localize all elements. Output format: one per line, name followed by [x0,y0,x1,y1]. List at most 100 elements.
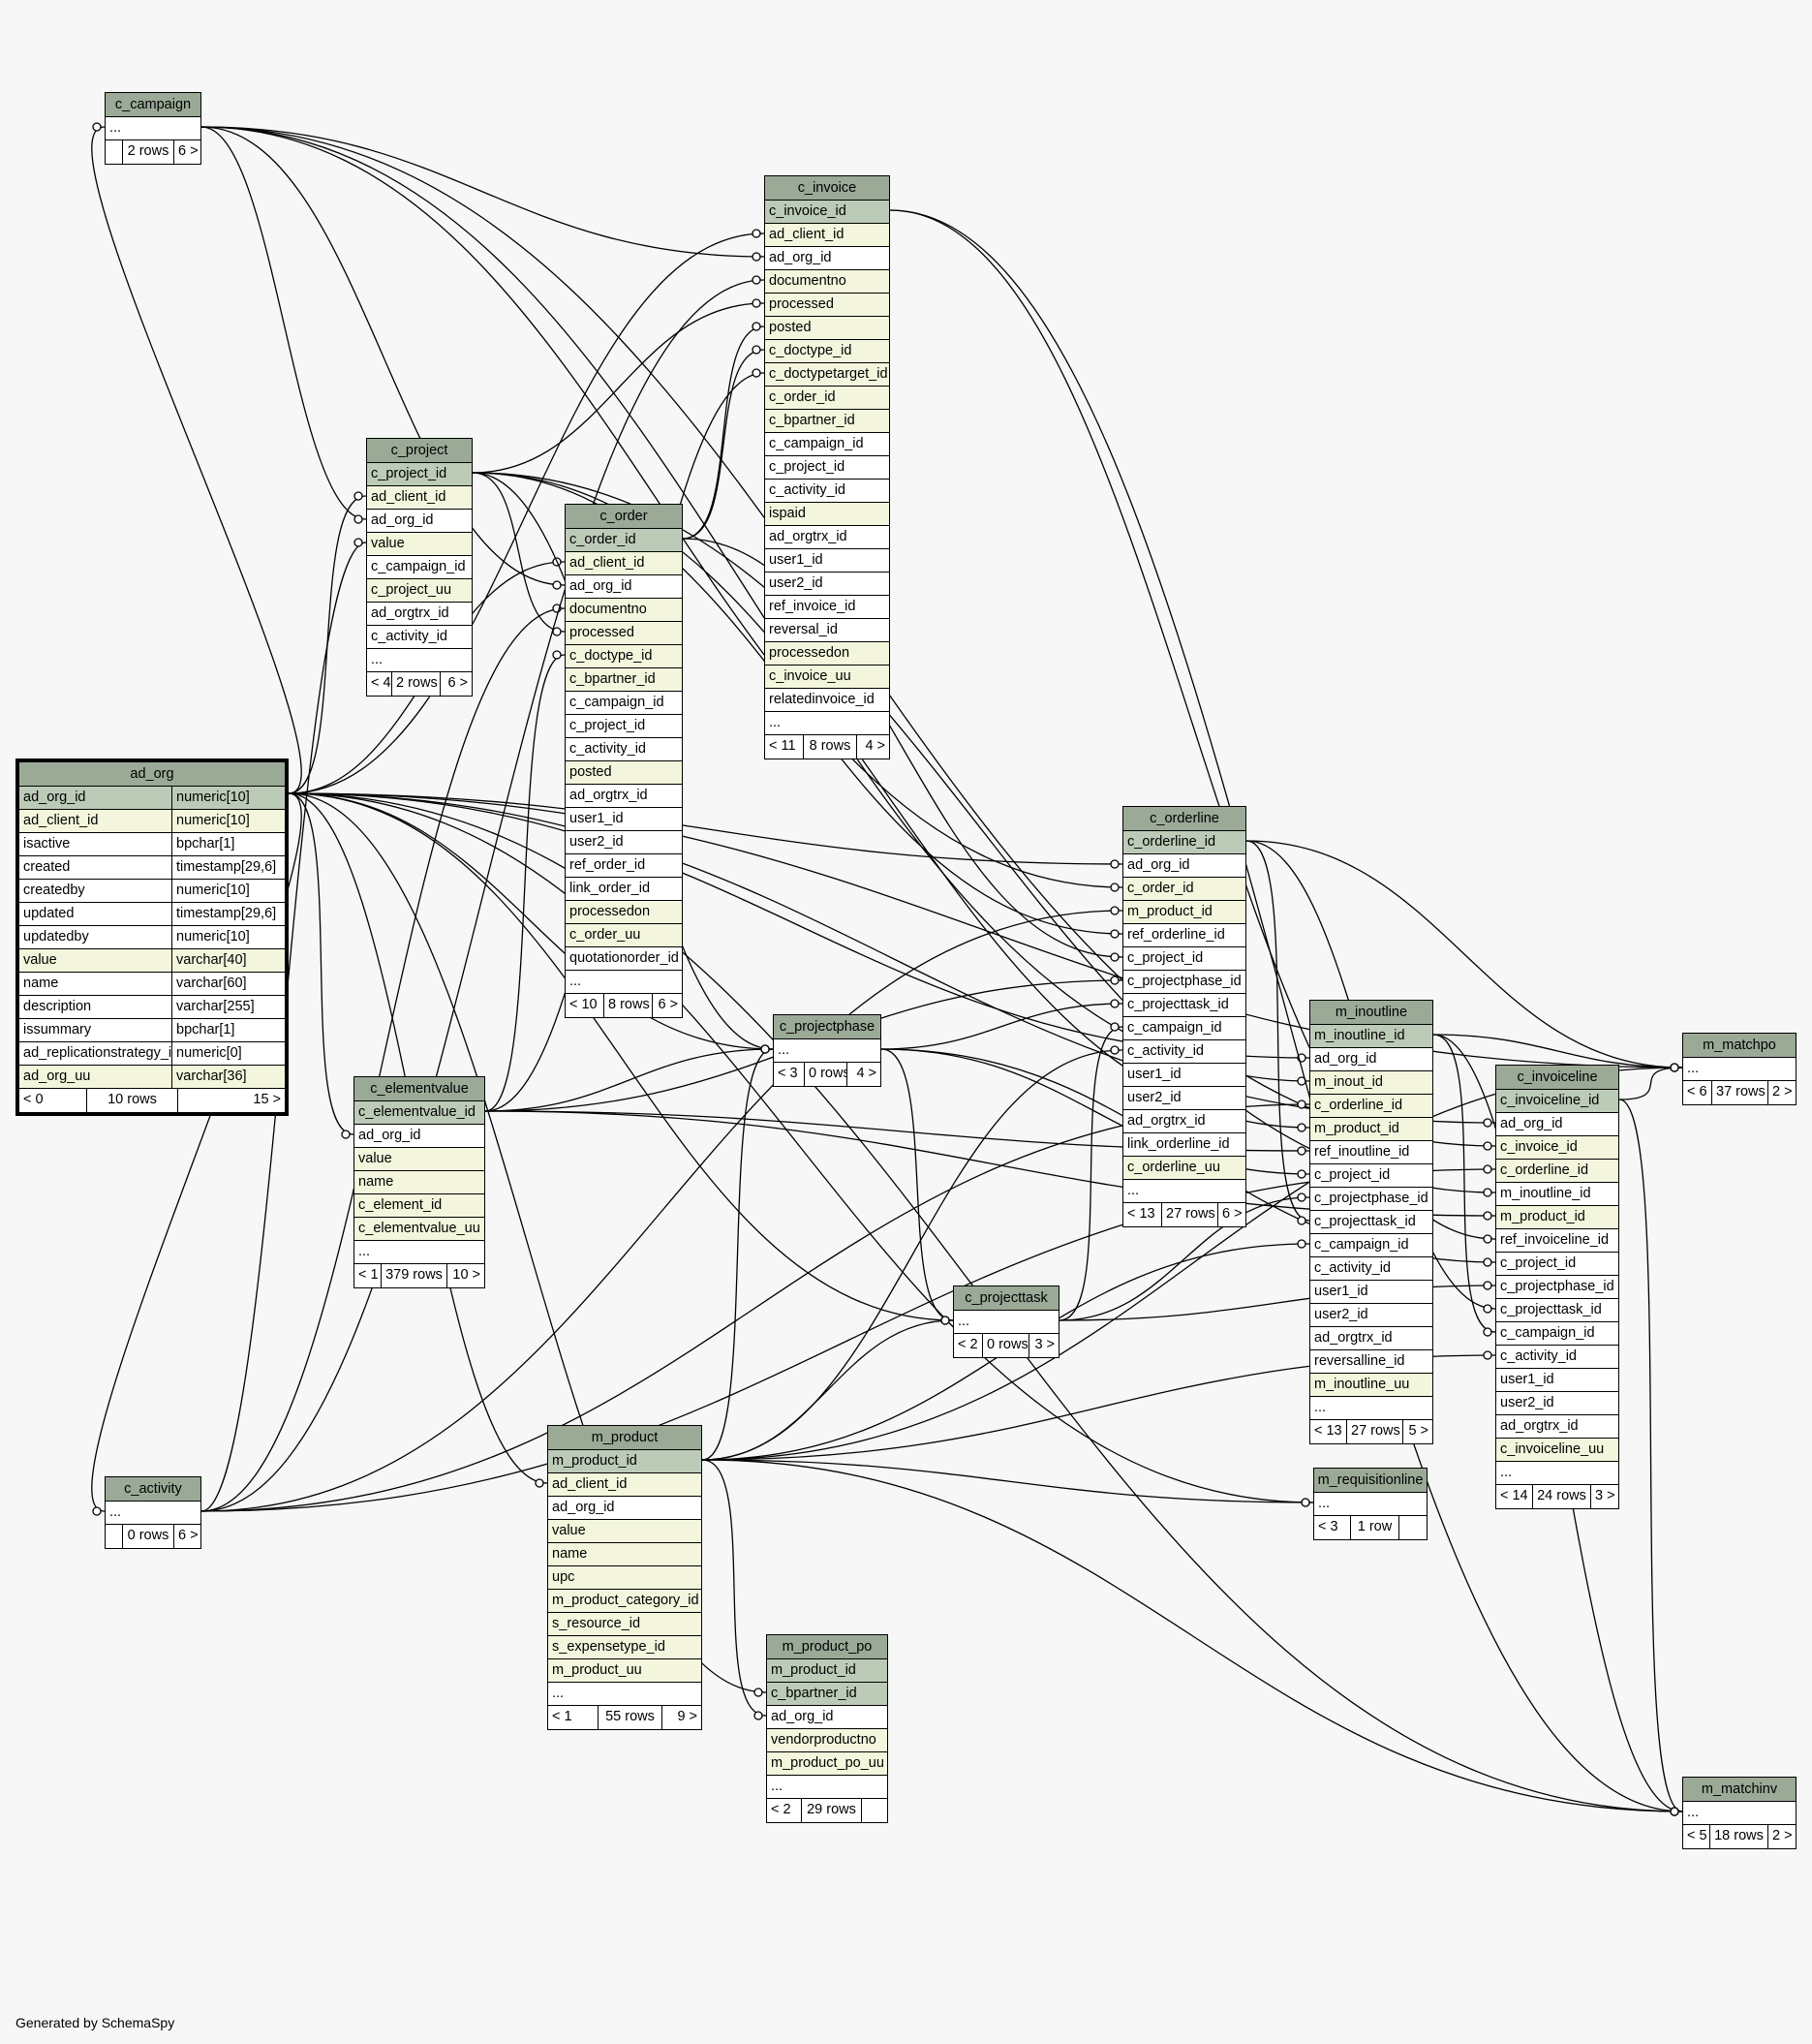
column-row[interactable]: c_project_id [367,463,472,486]
column-row[interactable]: c_order_uu [566,924,682,947]
children-count[interactable]: 4 > [856,1066,876,1081]
children-count[interactable] [862,1799,887,1822]
column-row[interactable]: c_doctype_id [566,645,682,668]
column-row[interactable]: user1_id [1496,1369,1618,1392]
column-row[interactable]: ad_orgtrx_id [566,785,682,808]
parents-count[interactable]: < 4 [367,672,392,696]
column-row[interactable]: m_product_id [1310,1118,1432,1141]
table-header[interactable]: m_requisitionline [1314,1469,1427,1493]
column-row[interactable]: ... [548,1683,701,1706]
column-row[interactable]: ad_org_id [548,1497,701,1520]
column-row[interactable]: c_projecttask_id [1310,1211,1432,1234]
column-row[interactable]: documentno [566,599,682,622]
column-row[interactable]: ad_client_id [566,552,682,575]
column-row[interactable]: name [354,1171,484,1194]
column-row[interactable]: c_projectphase_id [1123,971,1245,994]
children-count[interactable]: 5 > [1408,1423,1428,1439]
column-row[interactable]: ... [106,117,200,140]
table-header[interactable]: m_inoutline [1310,1001,1432,1025]
table-header[interactable]: m_matchpo [1683,1034,1796,1058]
column-row[interactable]: c_campaign_id [1496,1322,1618,1346]
column-row[interactable]: c_activity_id [367,626,472,649]
row-count[interactable]: 379 rows [382,1264,447,1287]
column-row[interactable]: m_inoutline_uu [1310,1374,1432,1397]
column-row[interactable]: c_doctypetarget_id [765,363,889,387]
table-header[interactable]: c_order [566,505,682,529]
column-row[interactable]: c_order_id [1123,878,1245,901]
column-row[interactable]: c_projectphase_id [1310,1188,1432,1211]
column-row[interactable]: m_product_category_id [548,1590,701,1613]
row-count[interactable]: 1 row [1351,1516,1399,1539]
column-row[interactable]: ... [1123,1180,1245,1203]
column-row[interactable]: ad_orgtrx_id [367,603,472,626]
table-header[interactable]: c_projecttask [954,1286,1059,1311]
column-row[interactable]: c_campaign_id [1310,1234,1432,1257]
row-count[interactable]: 8 rows [604,994,653,1017]
column-row[interactable]: ad_org_id [767,1706,887,1729]
children-count[interactable]: 6 > [447,675,468,691]
children-count[interactable]: 4 > [865,738,885,754]
column-row[interactable]: s_expensetype_id [548,1636,701,1659]
column-row[interactable]: processed [566,622,682,645]
column-row[interactable]: processedon [566,901,682,924]
column-row[interactable]: c_activity_id [765,480,889,503]
table-header[interactable]: c_project [367,439,472,463]
column-row[interactable]: c_activity_id [1123,1040,1245,1064]
children-count[interactable]: 3 > [1034,1337,1055,1352]
row-count[interactable]: 0 rows [805,1063,847,1086]
column-row[interactable]: c_projecttask_id [1496,1299,1618,1322]
column-row[interactable]: relatedinvoice_id [765,689,889,712]
column-row[interactable]: quotationorder_id [566,947,682,971]
column-row[interactable]: c_project_id [1310,1164,1432,1188]
column-row[interactable]: c_orderline_id [1123,831,1245,854]
column-row[interactable]: reversalline_id [1310,1350,1432,1374]
column-row[interactable]: c_invoice_uu [765,666,889,689]
column-row[interactable]: c_project_id [1123,947,1245,971]
column-row[interactable]: c_elementvalue_uu [354,1218,484,1241]
column-row[interactable]: ... [1683,1802,1796,1825]
column-row[interactable]: c_invoiceline_uu [1496,1439,1618,1462]
column-row[interactable]: ref_invoiceline_id [1496,1229,1618,1253]
column-row[interactable]: ref_inoutline_id [1310,1141,1432,1164]
table-header[interactable]: c_projectphase [774,1015,880,1039]
children-count[interactable] [1399,1516,1427,1539]
parents-count[interactable] [106,140,123,164]
row-count[interactable]: 2 rows [123,140,174,164]
row-count[interactable]: 2 rows [392,672,441,696]
column-row[interactable]: ad_org_id [354,1125,484,1148]
column-row[interactable]: user2_id [1123,1087,1245,1110]
column-row[interactable]: c_projectphase_id [1496,1276,1618,1299]
column-row[interactable]: processed [765,294,889,317]
table-header[interactable]: c_orderline [1123,807,1245,831]
column-row[interactable]: ... [354,1241,484,1264]
column-row[interactable]: m_product_id [1496,1206,1618,1229]
column-row[interactable]: c_element_id [354,1194,484,1218]
column-row[interactable]: link_orderline_id [1123,1133,1245,1157]
column-row[interactable]: ad_orgtrx_id [765,526,889,549]
column-row[interactable]: ... [774,1039,880,1063]
parents-count[interactable]: < 0 [19,1089,87,1112]
parents-count[interactable]: < 5 [1683,1825,1710,1848]
column-row[interactable]: m_inoutline_id [1496,1183,1618,1206]
column-row[interactable]: user1_id [1123,1064,1245,1087]
column-row[interactable]: ad_orgtrx_id [1310,1327,1432,1350]
row-count[interactable]: 18 rows [1710,1825,1768,1848]
column-row[interactable]: ref_orderline_id [1123,924,1245,947]
column-row[interactable]: value [548,1520,701,1543]
column-row[interactable]: ... [765,712,889,735]
column-row[interactable]: m_product_id [548,1450,701,1473]
